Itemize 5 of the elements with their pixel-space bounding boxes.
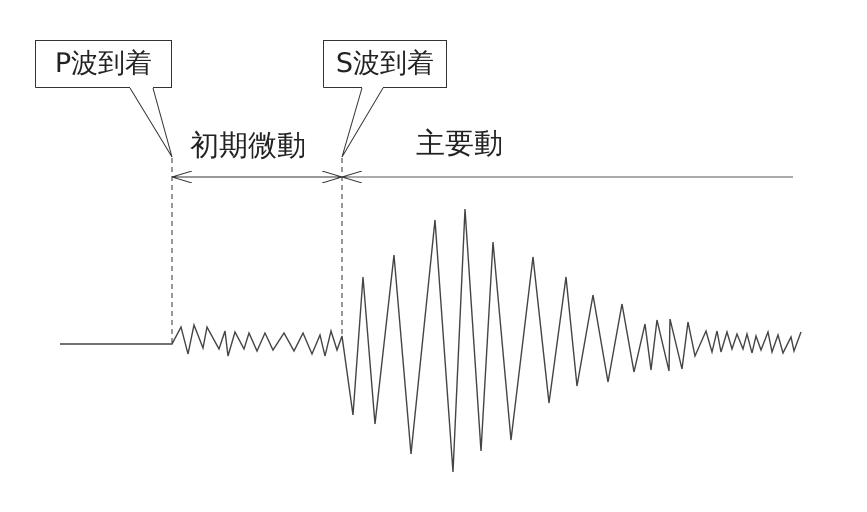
dimension-label: 主要動 <box>416 126 503 161</box>
callout-box: S波到着 <box>323 40 447 88</box>
dimension-label: 初期微動 <box>190 128 306 163</box>
callout-box: P波到着 <box>35 40 172 88</box>
leader-line <box>130 88 172 158</box>
